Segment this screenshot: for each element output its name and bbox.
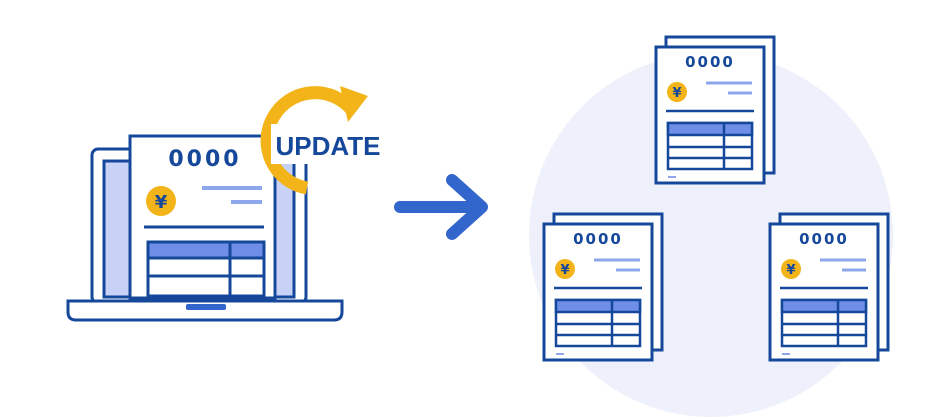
invoice-dots: 0000 [168, 147, 241, 172]
update-refresh-icon [260, 86, 368, 195]
yen-coin-icon [146, 186, 176, 216]
yen-coin-icon [555, 259, 575, 279]
invoice-dots: 0000 [573, 230, 623, 248]
invoice-dots: 0000 [799, 230, 849, 248]
small-invoice-labels: 0000 ¥ 0000 ¥ 0000 ¥ [560, 53, 849, 278]
yen-coin-icon [667, 82, 687, 102]
invoice-dots: 0000 [685, 53, 735, 71]
big-invoice-content: 0000 ¥ [144, 147, 266, 298]
invoice-document-icon [654, 35, 776, 185]
yen-symbol: ¥ [672, 86, 681, 101]
invoice-document-icon [768, 212, 890, 362]
update-label: UPDATE [276, 131, 381, 161]
yen-symbol: ¥ [155, 192, 168, 213]
invoice-document-icon [542, 212, 664, 362]
update-badge: UPDATE [271, 124, 385, 164]
yen-coin-icon [781, 259, 801, 279]
yen-symbol: ¥ [560, 263, 569, 278]
yen-symbol: ¥ [786, 263, 795, 278]
small-invoices-group [542, 35, 890, 362]
arrow-right-icon [394, 174, 488, 240]
